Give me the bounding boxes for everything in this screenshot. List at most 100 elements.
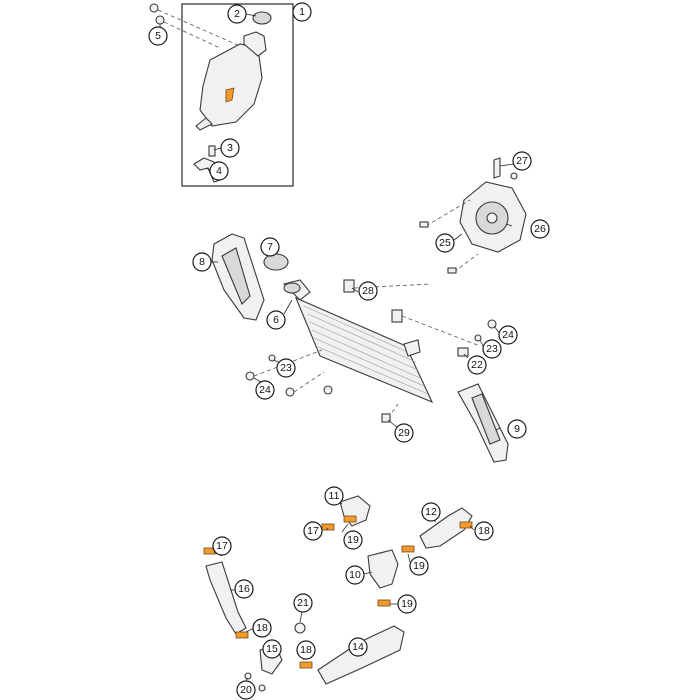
callout-22: 22 <box>467 355 487 375</box>
washer-left <box>268 354 276 362</box>
tank-cap <box>252 11 272 25</box>
svg-text:19: 19 <box>401 598 413 610</box>
clamp-18-bottom <box>299 661 313 669</box>
svg-text:21: 21 <box>297 597 309 609</box>
drain-washer <box>258 684 266 692</box>
callout-19-upper: 19 <box>343 530 363 550</box>
callout-12: 12 <box>421 502 441 522</box>
tank-washer <box>155 15 165 25</box>
svg-text:16: 16 <box>238 583 250 595</box>
clamp-11 <box>343 515 357 523</box>
svg-text:10: 10 <box>349 569 361 581</box>
svg-text:20: 20 <box>240 684 252 696</box>
guard-right-inner <box>471 393 501 445</box>
drain-clip <box>294 622 306 634</box>
hose-clip <box>208 145 216 157</box>
callout-9: 9 <box>507 419 527 439</box>
svg-text:17: 17 <box>307 525 319 537</box>
fan-connector <box>493 157 501 179</box>
svg-text:7: 7 <box>267 241 273 253</box>
fan-bolt <box>447 267 457 274</box>
callout-7: 7 <box>260 237 280 257</box>
callout-20: 20 <box>236 680 256 700</box>
callout-18-left: 18 <box>252 618 272 638</box>
clamp-18-left <box>235 631 249 639</box>
clamp-17-upper <box>321 523 335 531</box>
callout-29: 29 <box>394 423 414 443</box>
callout-1: 1 <box>292 2 312 22</box>
radiator-guards <box>211 233 509 463</box>
callout-5: 5 <box>148 26 168 46</box>
svg-text:24: 24 <box>259 384 271 396</box>
svg-text:27: 27 <box>516 155 528 167</box>
washer-right <box>474 334 482 342</box>
svg-text:12: 12 <box>425 506 437 518</box>
fan-nut <box>510 172 518 180</box>
grommet-lower <box>391 309 403 323</box>
tank-filler-neck <box>243 31 267 57</box>
assembly-frame <box>181 3 294 187</box>
callout-19-middle: 19 <box>409 556 429 576</box>
radiator-outlet <box>403 339 421 357</box>
tank-label <box>225 87 235 103</box>
clamp-10 <box>401 545 415 553</box>
svg-text:1: 1 <box>299 6 305 18</box>
thermostat-housing <box>367 549 399 589</box>
expansion-tank <box>199 43 263 127</box>
callout-8: 8 <box>192 252 212 272</box>
svg-text:18: 18 <box>256 622 268 634</box>
callout-16: 16 <box>234 579 254 599</box>
expansion-tank-group <box>149 3 298 187</box>
callouts: 1 2 3 4 5 6 7 8 9 10 11 12 14 15 16 17 1… <box>148 2 550 700</box>
svg-text:22: 22 <box>471 359 483 371</box>
svg-text:5: 5 <box>155 30 161 42</box>
svg-text:11: 11 <box>329 490 340 502</box>
callout-28: 28 <box>358 281 378 301</box>
svg-text:23: 23 <box>280 362 292 374</box>
guard-left-inner <box>221 247 251 305</box>
radiator <box>245 279 497 423</box>
callout-18-bottom: 18 <box>296 640 316 660</box>
nut-left <box>245 371 255 381</box>
radiator-cap <box>263 253 289 271</box>
callout-17-upper: 17 <box>303 521 323 541</box>
svg-text:26: 26 <box>534 223 546 235</box>
svg-text:25: 25 <box>439 237 451 249</box>
svg-text:29: 29 <box>398 427 410 439</box>
callout-21: 21 <box>293 593 313 613</box>
svg-text:2: 2 <box>234 8 240 20</box>
svg-text:24: 24 <box>502 329 514 341</box>
clamp-12 <box>459 521 473 529</box>
callout-4: 4 <box>209 161 229 181</box>
callout-17-left: 17 <box>212 536 232 556</box>
drain-screw <box>244 672 252 680</box>
fan-assembly <box>419 157 527 274</box>
callout-15: 15 <box>262 639 282 659</box>
svg-text:3: 3 <box>227 142 233 154</box>
tank-bracket <box>195 117 213 131</box>
svg-text:15: 15 <box>266 643 278 655</box>
callout-10: 10 <box>345 565 365 585</box>
hose-left <box>205 561 247 635</box>
clamp-lower <box>377 599 391 607</box>
svg-text:8: 8 <box>199 256 205 268</box>
svg-text:9: 9 <box>514 423 520 435</box>
callout-2: 2 <box>227 4 247 24</box>
svg-text:18: 18 <box>478 525 490 537</box>
svg-text:28: 28 <box>362 285 374 297</box>
callout-14: 14 <box>348 637 368 657</box>
callout-3: 3 <box>220 138 240 158</box>
svg-text:19: 19 <box>413 560 425 572</box>
nut-bottom <box>285 387 295 397</box>
grommet-upper <box>343 279 355 293</box>
svg-text:19: 19 <box>347 534 359 546</box>
callout-24-right: 24 <box>498 325 518 345</box>
svg-text:14: 14 <box>352 641 364 653</box>
svg-text:17: 17 <box>216 540 228 552</box>
radiator-neck <box>283 282 301 294</box>
callout-23-left: 23 <box>276 358 296 378</box>
callout-11: 11 <box>324 486 344 506</box>
callout-25: 25 <box>435 233 455 253</box>
